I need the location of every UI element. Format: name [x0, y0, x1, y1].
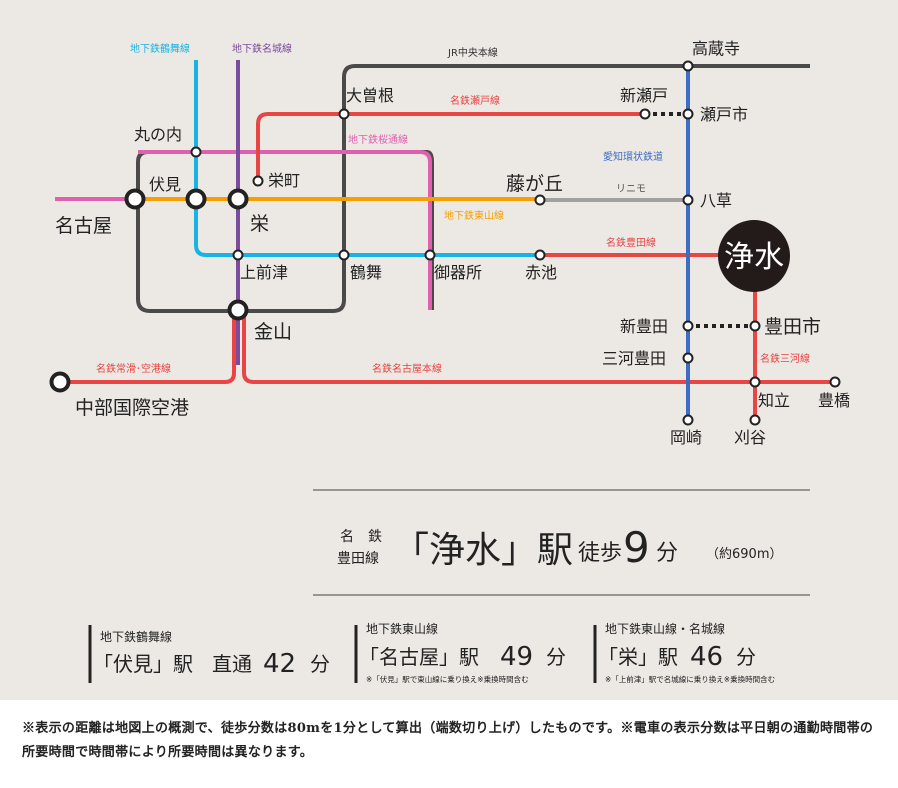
name-marunouchi: 丸の内 — [134, 125, 182, 144]
route-nagoya-minutes: 49 — [500, 642, 533, 672]
name-kariya: 刈谷 — [734, 428, 766, 447]
name-chiryu: 知立 — [758, 391, 790, 410]
route-fushimi-mode: 直通 — [212, 652, 252, 676]
route-nagoya-note: ※「伏見」駅で東山線に乗り換え※乗換時間含む — [366, 674, 529, 684]
station-marunouchi-marker — [190, 146, 202, 158]
route-map-svg: 地下鉄鶴舞線 地下鉄名城線 JR中央本線 名鉄瀬戸線 地下鉄桜通線 愛知環状鉄道… — [49, 39, 850, 684]
label-sakuradori: 地下鉄桜通線 — [348, 133, 408, 146]
name-sakae: 栄 — [250, 213, 269, 235]
seto-line — [256, 112, 645, 180]
station-ozone-marker — [338, 108, 350, 120]
route-sakae: 地下鉄東山線・名城線 「栄」駅 46 分 ※「上前津」駅で名城線に乗り換え※乗換… — [593, 621, 775, 684]
station-sakaemachi-marker — [252, 175, 264, 187]
name-yakusa: 八草 — [700, 191, 732, 210]
tsurumai-line — [194, 60, 540, 257]
name-josui: 浄水 — [724, 240, 784, 275]
station-shintoyota-marker — [682, 320, 694, 332]
route-sakae-line: 地下鉄東山線・名城線 — [605, 621, 725, 636]
station-tsurumai-marker — [338, 249, 350, 261]
label-tokoname: 名鉄常滑･空港線 — [96, 362, 171, 375]
headline-walk-minutes: 9 — [623, 523, 650, 572]
headline-station: 「浄水」駅 — [393, 530, 573, 571]
route-nagoya-unit: 分 — [546, 645, 566, 669]
name-shintoyota: 新豊田 — [620, 317, 668, 336]
footer: ※表示の距離は地図上の概測で、徒歩分数は80mを1分として算出（端数切り上げ）し… — [0, 700, 898, 788]
route-nagoya: 地下鉄東山線 「名古屋」駅 49 分 ※「伏見」駅で東山線に乗り換え※乗換時間含… — [354, 621, 566, 684]
name-kamimaezu: 上前津 — [240, 263, 288, 282]
headline-walk-label: 徒歩 — [578, 541, 622, 566]
label-meijo: 地下鉄名城線 — [232, 42, 292, 55]
name-mikawatoyota: 三河豊田 — [602, 349, 666, 368]
label-mikawa: 名鉄三河線 — [760, 352, 810, 365]
route-sakae-unit: 分 — [736, 645, 756, 669]
route-nagoya-station: 「名古屋」駅 — [359, 645, 479, 669]
route-sakae-minutes: 46 — [690, 642, 723, 672]
toyota-line — [540, 253, 757, 420]
station-gokiso-marker — [424, 249, 436, 261]
name-centrair: 中部国際空港 — [75, 397, 189, 419]
station-sakae-marker — [227, 188, 249, 210]
name-ozone: 大曽根 — [346, 86, 394, 105]
name-tsurumai: 鶴舞 — [350, 263, 382, 282]
label-toyota: 名鉄豊田線 — [606, 236, 656, 249]
station-toyotashi-marker — [749, 320, 761, 332]
label-linimo: リニモ — [616, 184, 646, 195]
label-aikan: 愛知環状鉄道 — [603, 150, 663, 163]
route-map: 地下鉄鶴舞線 地下鉄名城線 JR中央本線 名鉄瀬戸線 地下鉄桜通線 愛知環状鉄道… — [0, 0, 898, 700]
route-nagoya-line: 地下鉄東山線 — [366, 621, 438, 636]
name-fujigaoka: 藤が丘 — [506, 173, 563, 195]
route-fushimi-station: 「伏見」駅 — [93, 652, 193, 676]
name-okazaki: 岡崎 — [670, 428, 702, 447]
station-nagoya-marker — [124, 188, 146, 210]
name-toyohashi: 豊橋 — [818, 391, 850, 410]
label-nagoya-honsen: 名鉄名古屋本線 — [372, 362, 442, 375]
name-fushimi: 伏見 — [149, 175, 181, 194]
headline-line-bottom: 豊田線 — [337, 551, 379, 567]
headline-minute-unit: 分 — [656, 541, 678, 566]
name-setoshi: 瀬戸市 — [700, 105, 748, 124]
label-tsurumai: 地下鉄鶴舞線 — [130, 42, 190, 55]
label-higashiyama: 地下鉄東山線 — [444, 209, 504, 222]
name-akaike: 赤池 — [525, 263, 557, 282]
station-fujigaoka-marker — [534, 194, 546, 206]
route-fushimi-minutes: 42 — [263, 649, 296, 679]
station-kariya-marker — [749, 414, 761, 426]
station-josui-marker — [718, 220, 790, 292]
station-kanayama-marker — [227, 299, 249, 321]
name-kozoji: 高蔵寺 — [692, 39, 740, 58]
name-shinseto: 新瀬戸 — [620, 86, 668, 105]
station-fushimi-marker — [185, 188, 207, 210]
station-shinseto-marker — [639, 108, 651, 120]
name-kanayama: 金山 — [254, 321, 292, 343]
station-okazaki-marker — [682, 414, 694, 426]
station-centrair-marker — [49, 371, 71, 393]
station-kamimaezu-marker — [232, 249, 244, 261]
route-sakae-note: ※「上前津」駅で名城線に乗り換え※乗換時間含む — [605, 674, 775, 684]
route-fushimi: 地下鉄鶴舞線 「伏見」駅 直通 42 分 — [88, 625, 330, 683]
label-seto: 名鉄瀬戸線 — [450, 94, 500, 107]
station-setoshi-marker — [682, 108, 694, 120]
nagoya-honsen-line — [242, 310, 835, 384]
headline-distance: （約690m） — [706, 547, 782, 562]
label-chuo: JR中央本線 — [447, 46, 498, 59]
route-fushimi-unit: 分 — [310, 652, 330, 676]
sakuradori-line — [138, 150, 432, 310]
tokoname-line — [60, 310, 236, 384]
station-toyohashi-marker — [829, 376, 841, 388]
station-mikawatoyota-marker — [682, 352, 694, 364]
station-kozoji-marker — [682, 60, 694, 72]
name-sakaemachi: 栄町 — [268, 171, 300, 190]
route-fushimi-line: 地下鉄鶴舞線 — [100, 629, 172, 644]
name-toyotashi: 豊田市 — [764, 316, 821, 338]
station-akaike-marker — [534, 249, 546, 261]
route-sakae-station: 「栄」駅 — [598, 645, 678, 669]
station-yakusa-marker — [682, 194, 694, 206]
name-gokiso: 御器所 — [434, 263, 482, 282]
headline-line-top: 名 鉄 — [340, 529, 382, 545]
footer-note: ※表示の距離は地図上の概測で、徒歩分数は80mを1分として算出（端数切り上げ）し… — [22, 721, 874, 760]
station-chiryu-marker — [749, 376, 761, 388]
name-nagoya: 名古屋 — [55, 215, 112, 237]
